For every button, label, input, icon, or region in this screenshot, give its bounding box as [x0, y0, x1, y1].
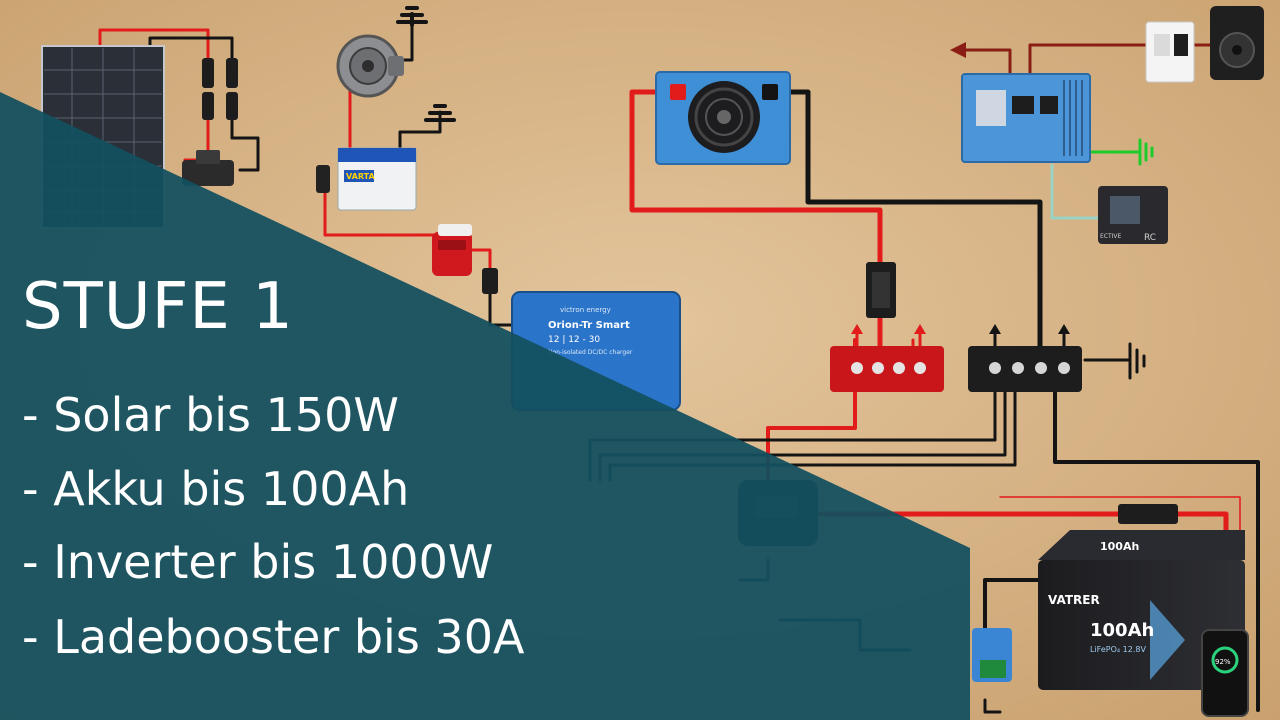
mc4-connectors: [202, 58, 238, 120]
solar-negative-wire-2: [230, 118, 260, 172]
busbar-negative-battery-wire: [1053, 368, 1260, 712]
feature-booster: - Ladebooster bis 30A: [22, 610, 525, 664]
shore-power-socket: [1210, 6, 1264, 80]
remote-display: ECTIVE RC: [1098, 186, 1168, 244]
solar-positive-wire: [98, 28, 210, 62]
arrow-up-icon: [989, 324, 1070, 346]
stage-title: STUFE 1: [22, 270, 294, 344]
feature-solar: - Solar bis 150W: [22, 388, 399, 442]
battery-fuse: [1118, 504, 1178, 524]
ground-icon: [1128, 342, 1146, 380]
positive-busbar: [830, 346, 944, 392]
phone-reading-label: 92%: [1215, 658, 1231, 666]
battery-chem-label: LiFePO₄ 12.8V: [1090, 645, 1146, 654]
battery-capacity-label: 100Ah: [1090, 620, 1154, 641]
phone-icon: 92%: [1201, 629, 1249, 717]
pv-fuse-box: [182, 150, 234, 186]
starter-battery: VARTA: [316, 147, 417, 211]
shunt-cable-wire: [983, 698, 1002, 714]
feature-battery: - Akku bis 100Ah: [22, 462, 410, 516]
remote-logo-label: RC: [1144, 233, 1156, 243]
booster-desc-label: Non-isolated DC/DC charger: [548, 349, 633, 356]
arrow-left-icon: [950, 42, 966, 58]
sine-inverter: [961, 73, 1091, 163]
booster-brand-label: victron energy: [560, 306, 611, 314]
remote-signal-wire: [1050, 163, 1102, 220]
inverter-charger: [655, 71, 791, 165]
text-overlay-panel: [0, 92, 970, 720]
remote-brand-label: ECTIVE: [1100, 233, 1122, 240]
lithium-battery: VATRER 100Ah 100Ah LiFePO₄ 12.8V: [1038, 530, 1245, 690]
inverter-positive-wire: [629, 89, 883, 265]
booster-spec-label: 12 | 12 - 30: [548, 335, 600, 345]
battery-shunt: [972, 628, 1012, 682]
mega-fuse: [866, 262, 896, 318]
starter-battery-brand: VARTA: [346, 172, 375, 181]
ground-icon: [424, 104, 456, 122]
ground-icon: [1138, 138, 1154, 166]
circuit-breaker: [432, 224, 472, 276]
inline-fuse: [482, 268, 498, 294]
feature-inverter: - Inverter bis 1000W: [22, 535, 494, 589]
arrow-up-icon: [851, 324, 926, 346]
rcd-breaker: [1145, 21, 1195, 83]
battery-brand-label: VATRER: [1048, 593, 1100, 607]
solar-negative-wire: [148, 36, 234, 62]
battery-top-label: 100Ah: [1100, 540, 1139, 553]
ground-icon: [396, 6, 428, 27]
booster-name-label: Orion-Tr Smart: [548, 320, 630, 331]
negative-busbar: [968, 346, 1082, 392]
breaker-wire: [468, 248, 492, 277]
inverter-negative-wire: [769, 89, 1043, 358]
alternator: [336, 34, 404, 98]
